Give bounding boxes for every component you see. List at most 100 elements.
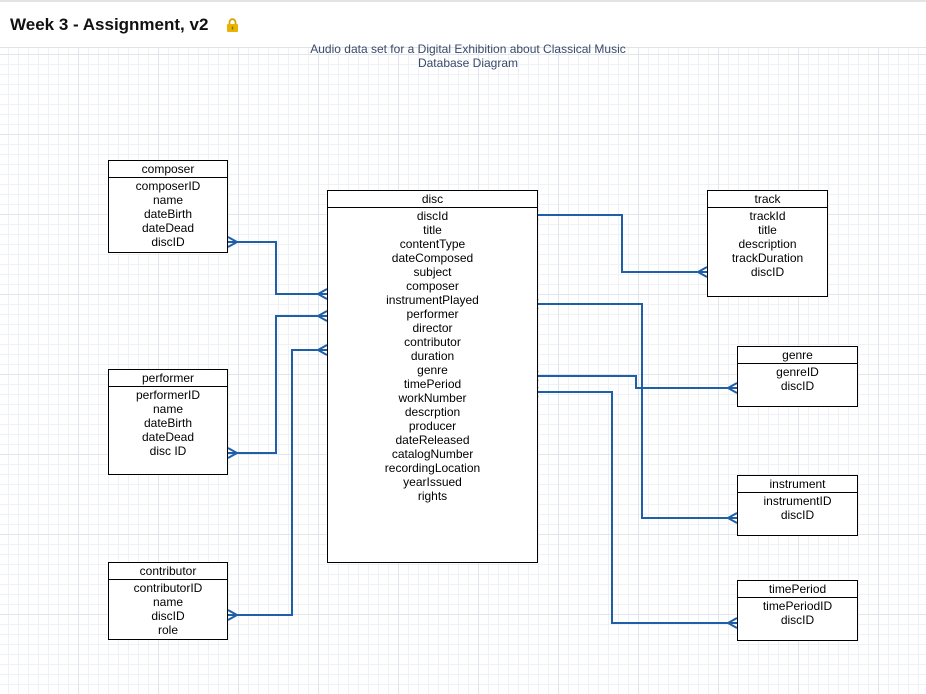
entity-field: discID (780, 379, 815, 393)
entity-field: discID (780, 613, 815, 627)
entity-field: dateReleased (395, 433, 470, 447)
link-disc-genre (538, 375, 737, 389)
entity-field: dateComposed (391, 251, 474, 265)
link-performer-disc (228, 315, 327, 454)
entity-field: contentType (399, 237, 466, 251)
caption-subtitle: Database Diagram (417, 56, 519, 70)
link-disc-track-crowsfoot (697, 266, 708, 273)
entity-field: dateBirth (143, 416, 193, 430)
entity-field: composerID (135, 179, 201, 193)
link-contributor-disc-crowsfoot (227, 614, 238, 621)
entity-header: genre (738, 347, 857, 364)
entity-field: genre (417, 363, 448, 377)
entity-field: dateDead (141, 221, 195, 235)
link-contributor-disc-crowsfoot (317, 349, 328, 356)
link-contributor-disc (228, 349, 327, 616)
entity-field: composer (406, 279, 459, 293)
link-composer-disc-crowsfoot (317, 288, 328, 295)
link-disc-timeperiod-crowsfoot (727, 617, 738, 624)
entity-header: performer (109, 370, 227, 387)
entity-field: producer (408, 419, 457, 433)
entity-field: discId (416, 209, 449, 223)
entity-field: role (157, 623, 178, 637)
link-disc-genre-crowsfoot (727, 382, 738, 389)
entity-field: title (423, 223, 442, 237)
entity-field: discID (151, 235, 185, 249)
entity-field: catalogNumber (391, 447, 474, 461)
entity-field: disc ID (149, 444, 187, 458)
link-contributor-disc-crowsfoot (317, 344, 328, 351)
entity-field: workNumber (398, 391, 467, 405)
entity-field: instrumentPlayed (386, 293, 479, 307)
entity-field: performer (406, 307, 459, 321)
link-disc-timeperiod (538, 391, 737, 624)
page-title: Week 3 - Assignment, v2 (10, 15, 209, 34)
title-bar: Week 3 - Assignment, v2 (0, 0, 926, 48)
entity-field: discID (750, 265, 785, 279)
entity-field: timePeriodID (762, 599, 833, 613)
entity-field: trackDuration (731, 251, 804, 265)
link-performer-disc-crowsfoot (227, 447, 238, 454)
entity-header: composer (109, 161, 227, 178)
link-disc-instrument-crowsfoot (727, 517, 738, 524)
link-disc-track-crowsfoot (697, 271, 708, 278)
link-performer-disc-crowsfoot (317, 310, 328, 317)
entity-field: duration (410, 349, 455, 363)
entity-header: timePeriod (738, 581, 857, 598)
diagram-caption: Audio data set for a Digital Exhibition … (268, 42, 668, 70)
entity-field: name (152, 193, 184, 207)
link-disc-track (538, 214, 707, 273)
entity-field: dateBirth (143, 207, 193, 221)
lock-icon (227, 18, 238, 32)
entity-field: yearIssued (403, 475, 462, 489)
entity-field: discID (151, 609, 185, 623)
link-contributor-disc-crowsfoot (227, 609, 238, 616)
entity-field: genreID (776, 365, 819, 379)
entity-field: discID (780, 508, 815, 522)
link-composer-disc-crowsfoot (227, 241, 238, 248)
entity-field: director (412, 321, 453, 335)
entity-header: instrument (738, 476, 857, 493)
entity-field: title (758, 223, 777, 237)
entity-field: recordingLocation (384, 461, 481, 475)
entity-field: dateDead (141, 430, 195, 444)
entity-field: timePeriod (403, 377, 462, 391)
link-performer-disc-crowsfoot (317, 315, 328, 322)
entity-field: subject (413, 265, 452, 279)
entity-field: descrption (404, 405, 461, 419)
entity-header: disc (328, 191, 537, 208)
entity-field: contributorID (133, 581, 203, 595)
entity-field: trackId (749, 209, 786, 223)
entity-field: name (152, 595, 184, 609)
entity-field: name (152, 402, 184, 416)
link-performer-disc-crowsfoot (227, 452, 238, 459)
link-composer-disc (228, 241, 327, 295)
entity-field: instrumentID (763, 494, 832, 508)
link-disc-instrument-crowsfoot (727, 512, 738, 519)
link-composer-disc-crowsfoot (227, 236, 238, 243)
entity-field: performerID (135, 388, 200, 402)
entity-header: track (708, 191, 827, 208)
link-disc-instrument (538, 303, 737, 519)
link-disc-timeperiod-crowsfoot (727, 622, 738, 629)
entity-header: contributor (109, 563, 227, 580)
entity-field: description (738, 237, 797, 251)
caption-title: Audio data set for a Digital Exhibition … (310, 42, 626, 56)
entity-field: contributor (404, 335, 461, 349)
